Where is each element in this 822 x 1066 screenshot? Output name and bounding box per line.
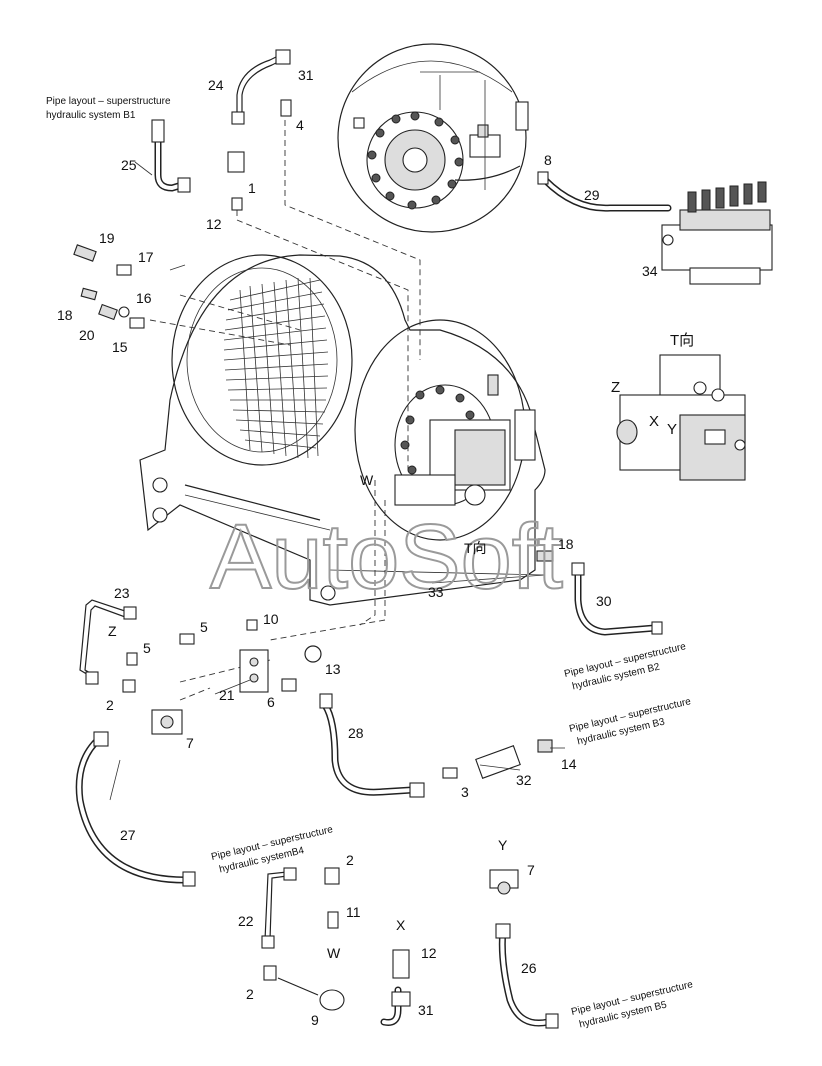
callout-33: 33 [428, 584, 444, 600]
callout-30: 30 [596, 593, 612, 609]
callout-7-a: 7 [186, 735, 194, 751]
bottom-fittings [261, 867, 559, 1029]
callout-15: 15 [112, 339, 128, 355]
callout-2-left: 2 [106, 697, 114, 713]
callout-22: 22 [238, 913, 254, 929]
callout-19: 19 [99, 230, 115, 246]
callout-9: 9 [311, 1012, 319, 1028]
winch-drum-assembly [139, 254, 546, 606]
callout-12-bottom: 12 [421, 945, 437, 961]
callout-31-bottom: 31 [418, 1002, 434, 1018]
callout-5-b: 5 [143, 640, 151, 656]
callout-8: 8 [544, 152, 552, 168]
callout-25: 25 [121, 157, 137, 173]
port-x-view: X [649, 413, 659, 430]
note-b1-line2: hydraulic system B1 [46, 110, 136, 121]
callout-11: 11 [346, 904, 361, 920]
callout-leaders [109, 161, 565, 801]
callout-7-b: 7 [527, 862, 535, 878]
callout-10: 10 [263, 611, 279, 627]
port-w-bottom: W [327, 945, 341, 961]
port-w-drum: W [360, 472, 374, 488]
control-valve-block [661, 181, 773, 285]
callout-12-top: 12 [206, 216, 222, 232]
callout-17: 17 [138, 249, 154, 265]
callout-labels: 1 2 2 2 3 4 5 5 6 7 7 8 9 10 11 12 12 13… [57, 67, 658, 1028]
lower-assembly [75, 599, 553, 887]
port-y-view: Y [667, 421, 677, 438]
callout-23: 23 [114, 585, 130, 601]
t-view-pump [616, 354, 746, 481]
callout-26: 26 [521, 960, 537, 976]
callout-16: 16 [136, 290, 152, 306]
note-b1-line1: Pipe layout – superstructure [46, 96, 171, 107]
port-z-top: Z [611, 379, 620, 396]
callout-20: 20 [79, 327, 95, 343]
hoses-right [536, 171, 672, 636]
port-labels: Z Z X Y W W X Y T向 T向 [108, 332, 694, 961]
callout-14: 14 [561, 756, 577, 772]
callout-18-left: 18 [57, 307, 73, 323]
callout-29: 29 [584, 187, 600, 203]
brake-detail-circle [337, 43, 529, 233]
upper-left-fittings [73, 49, 292, 329]
callout-3: 3 [461, 784, 469, 800]
callout-2-bottom: 2 [246, 986, 254, 1002]
port-y-bottom: Y [498, 837, 508, 853]
t-view-label-top: T向 [670, 332, 694, 349]
callout-32: 32 [516, 772, 532, 788]
callout-31-top: 31 [298, 67, 314, 83]
watermark: AutoSoft [210, 506, 563, 608]
dashed-leaders [149, 120, 421, 701]
callout-6: 6 [267, 694, 275, 710]
callout-1: 1 [248, 180, 256, 196]
callout-4: 4 [296, 117, 304, 133]
t-view-label-drum: T向 [464, 540, 487, 556]
callout-5-a: 5 [200, 619, 208, 635]
callout-27: 27 [120, 827, 136, 843]
callout-21: 21 [219, 687, 235, 703]
port-x-bottom: X [396, 917, 406, 933]
callout-18-right: 18 [558, 536, 574, 552]
callout-28: 28 [348, 725, 364, 741]
callout-2-b4: 2 [346, 852, 354, 868]
port-z-left: Z [108, 623, 117, 639]
callout-24: 24 [208, 77, 224, 93]
callout-34: 34 [642, 263, 658, 279]
callout-13: 13 [325, 661, 341, 677]
